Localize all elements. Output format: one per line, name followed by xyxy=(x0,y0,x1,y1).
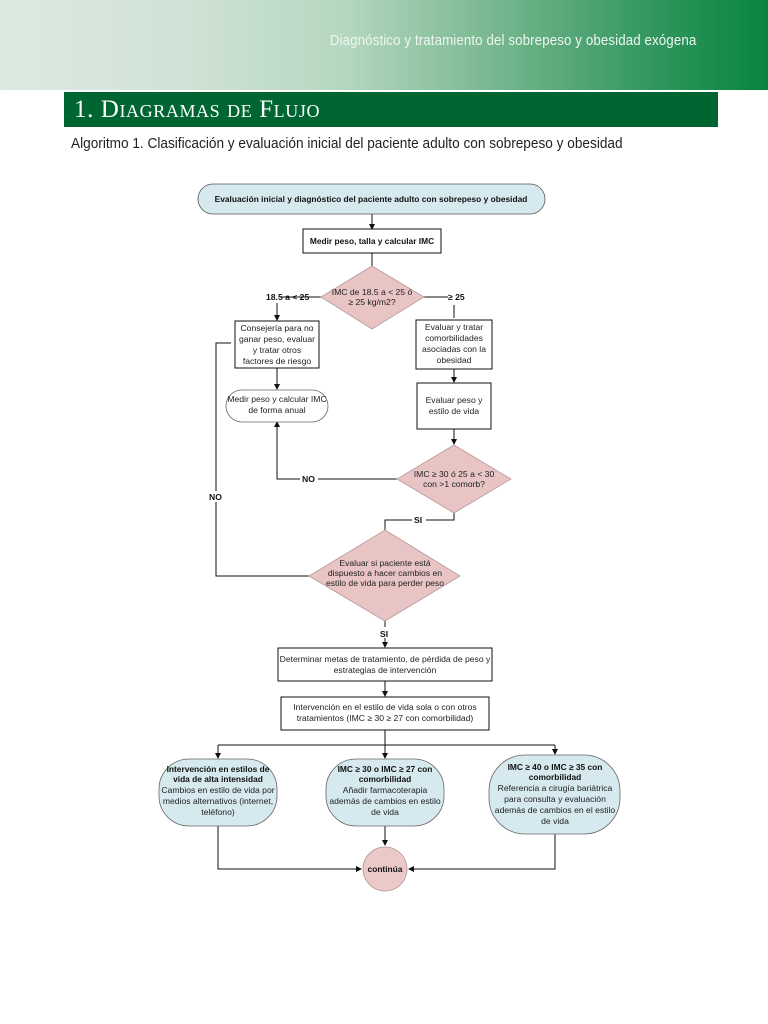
branch-label-no: NO xyxy=(302,474,315,484)
section-header: 1. Diagramas de Flujo xyxy=(64,92,718,127)
connector xyxy=(215,342,309,577)
decision-text-line: con >1 comorb? xyxy=(423,479,485,489)
decision-bmi-range: IMC de 18.5 a < 25 ó ≥ 25 kg/m2? xyxy=(320,265,425,330)
option-body-line: medios alternativos (internet, xyxy=(163,796,273,806)
section-title: 1. Diagramas de Flujo xyxy=(74,96,321,123)
label-bg xyxy=(412,514,426,525)
node-text-line: comorbilidades xyxy=(425,333,483,343)
option-body-line: Referencia a cirugía bariátrica xyxy=(498,783,613,793)
intervention-node: Intervención en el estilo de vida sola o… xyxy=(280,696,490,731)
start-node-text: Evaluación inicial y diagnóstico del pac… xyxy=(215,194,528,204)
decision-text-line: estilo de vida para perder peso xyxy=(326,578,444,588)
node-text-line: ganar peso, evaluar xyxy=(239,334,315,344)
top-banner: Diagnóstico y tratamiento del sobrepeso … xyxy=(0,0,768,90)
label-bg xyxy=(208,491,226,502)
node-text-line: tratamientos (IMC ≥ 30 ≥ 27 con comorbil… xyxy=(297,713,474,723)
option-body-line: Cambios en estilo de vida por xyxy=(161,785,274,795)
option-title-line: comorbilidad xyxy=(529,772,582,782)
treat-comorbidities-node: Evaluar y tratar comorbilidades asociada… xyxy=(415,319,493,370)
end-node-text: continúa xyxy=(368,864,403,874)
option-title-line: vida de alta intensidad xyxy=(173,774,263,784)
evaluate-lifestyle-node: Evaluar peso y estilo de vida xyxy=(416,382,492,430)
option-body-line: además de cambios en el estilo xyxy=(495,805,616,815)
node-text-line: Evaluar y tratar xyxy=(425,322,483,332)
decision-bmi-comorbidity: IMC ≥ 30 ó 25 a < 30 con >1 comorb? xyxy=(396,444,512,514)
decision-text-line: dispuesto a hacer cambios en xyxy=(328,568,442,578)
node-text-line: factores de riesgo xyxy=(243,356,312,366)
branch-label-yes: SI xyxy=(414,515,422,525)
label-bg xyxy=(300,472,318,483)
start-node: Evaluación inicial y diagnóstico del pac… xyxy=(197,183,546,215)
node-text-line: estilo de vida xyxy=(429,406,479,416)
counsel-node: Consejería para no ganar peso, evaluar y… xyxy=(234,320,320,369)
algorithm-caption: Algoritmo 1. Clasificación y evaluación … xyxy=(71,136,623,152)
document-title: Diagnóstico y tratamiento del sobrepeso … xyxy=(329,33,696,49)
node-text-line: de forma anual xyxy=(248,405,305,415)
branch-label-no-loop: NO xyxy=(209,492,222,502)
measure-node-text: Medir peso, talla y calcular IMC xyxy=(310,236,434,246)
node-text-line: y tratar otros xyxy=(253,345,301,355)
node-text-line: Medir peso y calcular IMC xyxy=(227,394,326,404)
option-body-line: para consulta y evaluación xyxy=(504,794,606,804)
option-title-line: comorbilidad xyxy=(359,774,412,784)
treatment-goals-node: Determinar metas de tratamiento, de pérd… xyxy=(277,647,493,682)
option-body-line: teléfono) xyxy=(201,807,235,817)
option-body-line: de vida xyxy=(371,807,399,817)
option-body-line: además de cambios en estilo xyxy=(329,796,441,806)
node-text-line: Determinar metas de tratamiento, de pérd… xyxy=(280,654,491,664)
branch-label-normal: 18.5 a < 25 xyxy=(266,292,309,302)
decision-willing-to-change: Evaluar si paciente está dispuesto a hac… xyxy=(308,529,461,622)
node-text-line: asociadas con la xyxy=(422,344,486,354)
annual-measure-node: Medir peso y calcular IMC de forma anual xyxy=(225,389,329,423)
node-text-line: obesidad xyxy=(437,355,472,365)
node-text-line: Consejería para no xyxy=(240,323,313,333)
connector xyxy=(408,834,556,872)
option-title-line: IMC ≥ 30 o IMC ≥ 27 con xyxy=(338,764,433,774)
connector xyxy=(217,826,362,872)
option-title-line: IMC ≥ 40 o IMC ≥ 35 con xyxy=(508,762,603,772)
node-text-line: estrategias de intervención xyxy=(334,665,437,675)
branch-label-overweight: ≥ 25 xyxy=(448,292,465,302)
option-body-line: de vida xyxy=(541,816,569,826)
end-node: continúa xyxy=(362,846,408,892)
option-bariatric-surgery: IMC ≥ 40 o IMC ≥ 35 con comorbilidad Ref… xyxy=(488,754,621,835)
node-text-line: Intervención en el estilo de vida sola o… xyxy=(293,702,476,712)
option-high-intensity-lifestyle: Intervención en estilos de vida de alta … xyxy=(158,758,278,827)
decision-text-line: IMC ≥ 30 ó 25 a < 30 xyxy=(414,469,495,479)
option-body-line: Añadir farmacoterapia xyxy=(343,785,428,795)
option-pharmacotherapy: IMC ≥ 30 o IMC ≥ 27 con comorbilidad Aña… xyxy=(325,758,445,827)
option-title-line: Intervención en estilos de xyxy=(167,764,270,774)
connector xyxy=(274,421,397,480)
decision-text-line: Evaluar si paciente está xyxy=(339,558,430,568)
decision-text-line: ≥ 25 kg/m2? xyxy=(348,297,395,307)
measure-node: Medir peso, talla y calcular IMC xyxy=(302,228,442,254)
node-text-line: Evaluar peso y xyxy=(426,395,484,405)
decision-text-line: IMC de 18.5 a < 25 ó xyxy=(332,287,413,297)
branch-label-yes-willing: SI xyxy=(380,629,388,639)
